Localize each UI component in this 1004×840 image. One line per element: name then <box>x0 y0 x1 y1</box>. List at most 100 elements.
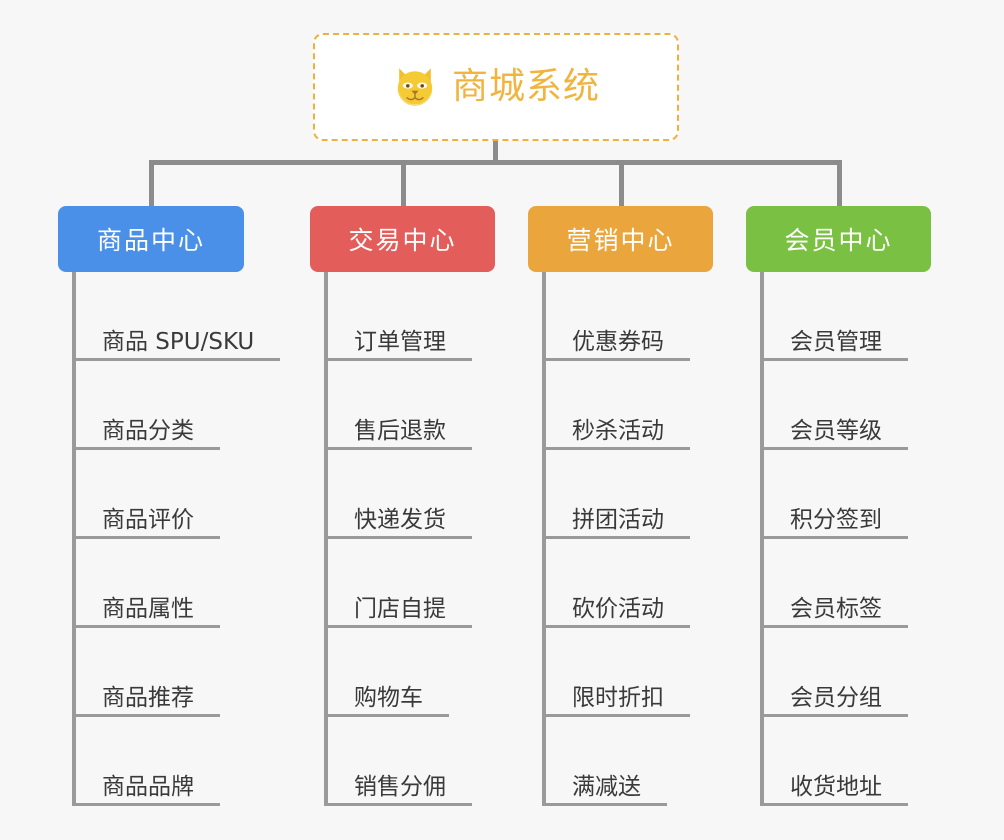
connector-drop-2 <box>401 160 406 208</box>
leaf-list-2: 订单管理 售后退款 快递发货 门店自提 购物车 销售分佣 <box>310 272 530 806</box>
leaf-label: 会员分组 <box>790 685 882 711</box>
leaf-label: 售后退款 <box>354 418 446 444</box>
leaf-label: 快递发货 <box>354 507 446 533</box>
leaf-underline <box>542 625 690 628</box>
leaf-underline <box>760 447 908 450</box>
branch-spine-1 <box>72 272 76 806</box>
list-item[interactable]: 满减送 <box>528 717 742 806</box>
branch-column-3: 营销中心 优惠券码 秒杀活动 拼团活动 砍价活动 限时折扣 <box>528 206 742 806</box>
category-label: 商品中心 <box>96 226 205 255</box>
leaf-underline <box>324 714 449 717</box>
leaf-label: 门店自提 <box>354 596 446 622</box>
leaf-underline <box>324 447 472 450</box>
leaf-underline <box>324 803 472 806</box>
leaf-label: 砍价活动 <box>572 596 664 622</box>
leaf-label: 限时折扣 <box>572 685 664 711</box>
leaf-underline <box>760 714 908 717</box>
leaf-label: 积分签到 <box>790 507 882 533</box>
branch-spine-3 <box>542 272 546 806</box>
list-item[interactable]: 商品评价 <box>58 450 298 539</box>
leaf-underline <box>542 803 667 806</box>
connector-horizontal-bus <box>149 160 839 165</box>
leaf-label: 商品品牌 <box>102 774 194 800</box>
leaf-label: 拼团活动 <box>572 507 664 533</box>
leaf-label: 购物车 <box>354 685 423 711</box>
list-item[interactable]: 商品属性 <box>58 539 298 628</box>
root-node-label: 商城系统 <box>451 66 600 107</box>
leaf-underline <box>542 358 690 361</box>
leaf-underline <box>72 358 280 361</box>
list-item[interactable]: 秒杀活动 <box>528 361 742 450</box>
category-header-商品中心[interactable]: 商品中心 <box>58 206 244 272</box>
leaf-label: 优惠券码 <box>572 329 664 355</box>
category-label: 交易中心 <box>348 226 457 255</box>
leaf-underline <box>324 358 472 361</box>
list-item[interactable]: 商品分类 <box>58 361 298 450</box>
list-item[interactable]: 会员管理 <box>746 272 960 361</box>
shiba-dog-face-icon <box>397 68 433 108</box>
list-item[interactable]: 订单管理 <box>310 272 530 361</box>
leaf-underline <box>760 536 908 539</box>
list-item[interactable]: 限时折扣 <box>528 628 742 717</box>
leaf-underline <box>324 625 472 628</box>
root-node-shop-system[interactable]: 商城系统 <box>313 33 679 141</box>
connector-drop-4 <box>837 160 842 208</box>
connector-drop-1 <box>149 160 154 208</box>
leaf-underline <box>542 714 690 717</box>
category-header-交易中心[interactable]: 交易中心 <box>310 206 495 272</box>
category-header-会员中心[interactable]: 会员中心 <box>746 206 931 272</box>
leaf-list-3: 优惠券码 秒杀活动 拼团活动 砍价活动 限时折扣 满减送 <box>528 272 742 806</box>
connector-root-stem <box>493 141 498 165</box>
leaf-label: 会员管理 <box>790 329 882 355</box>
leaf-label: 销售分佣 <box>354 774 446 800</box>
leaf-underline <box>72 536 220 539</box>
leaf-label: 收货地址 <box>790 774 882 800</box>
list-item[interactable]: 销售分佣 <box>310 717 530 806</box>
leaf-underline <box>760 803 908 806</box>
leaf-underline <box>760 625 908 628</box>
category-label: 会员中心 <box>784 226 893 255</box>
branch-column-4: 会员中心 会员管理 会员等级 积分签到 会员标签 会员分组 <box>746 206 960 806</box>
list-item[interactable]: 拼团活动 <box>528 450 742 539</box>
leaf-label: 订单管理 <box>354 329 446 355</box>
list-item[interactable]: 快递发货 <box>310 450 530 539</box>
list-item[interactable]: 门店自提 <box>310 539 530 628</box>
leaf-label: 商品分类 <box>102 418 194 444</box>
leaf-label: 满减送 <box>572 774 641 800</box>
list-item[interactable]: 购物车 <box>310 628 530 717</box>
leaf-label: 商品属性 <box>102 596 194 622</box>
leaf-underline <box>72 447 220 450</box>
leaf-underline <box>72 625 220 628</box>
leaf-label: 商品 SPU/SKU <box>102 329 255 355</box>
leaf-underline <box>72 714 220 717</box>
leaf-label: 会员等级 <box>790 418 882 444</box>
list-item[interactable]: 商品 SPU/SKU <box>58 272 298 361</box>
leaf-label: 秒杀活动 <box>572 418 664 444</box>
list-item[interactable]: 砍价活动 <box>528 539 742 628</box>
leaf-underline <box>760 358 908 361</box>
branch-column-2: 交易中心 订单管理 售后退款 快递发货 门店自提 购物车 <box>310 206 530 806</box>
leaf-underline <box>542 447 690 450</box>
connector-drop-3 <box>619 160 624 208</box>
leaf-underline <box>542 536 690 539</box>
branch-spine-2 <box>324 272 328 806</box>
list-item[interactable]: 售后退款 <box>310 361 530 450</box>
list-item[interactable]: 会员等级 <box>746 361 960 450</box>
list-item[interactable]: 会员标签 <box>746 539 960 628</box>
category-label: 营销中心 <box>566 226 675 255</box>
list-item[interactable]: 商品品牌 <box>58 717 298 806</box>
list-item[interactable]: 优惠券码 <box>528 272 742 361</box>
branch-column-1: 商品中心 商品 SPU/SKU 商品分类 商品评价 商品属性 商品推荐 <box>58 206 298 806</box>
list-item[interactable]: 收货地址 <box>746 717 960 806</box>
leaf-underline <box>72 803 220 806</box>
category-header-营销中心[interactable]: 营销中心 <box>528 206 713 272</box>
branch-spine-4 <box>760 272 764 806</box>
list-item[interactable]: 会员分组 <box>746 628 960 717</box>
leaf-label: 商品评价 <box>102 507 194 533</box>
leaf-list-1: 商品 SPU/SKU 商品分类 商品评价 商品属性 商品推荐 商品品牌 <box>58 272 298 806</box>
leaf-label: 商品推荐 <box>102 685 194 711</box>
leaf-underline <box>324 536 472 539</box>
list-item[interactable]: 商品推荐 <box>58 628 298 717</box>
list-item[interactable]: 积分签到 <box>746 450 960 539</box>
